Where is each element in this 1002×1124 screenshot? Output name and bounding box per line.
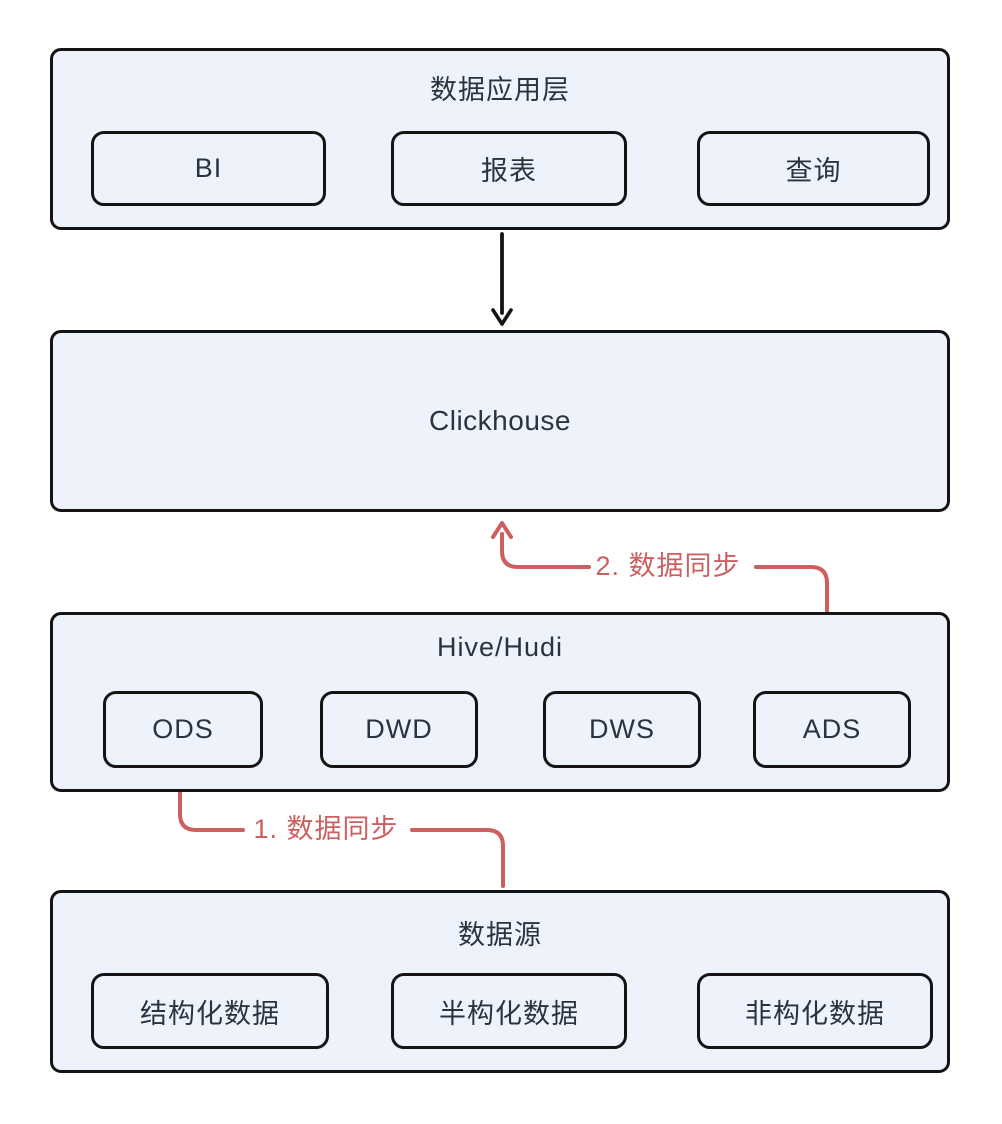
sync1-line-right [410,828,505,888]
layer-data-source: 数据源 结构化数据 半构化数据 非构化数据 [50,890,950,1073]
sync1-label: 1. 数据同步 [253,814,399,844]
layer-hive-hudi: Hive/Hudi ODS DWD DWS ADS [50,612,950,792]
sync2-line-left-arrow [491,521,591,569]
chip-dwd: DWD [320,691,478,768]
chip-unstructured-data: 非构化数据 [697,973,933,1049]
layer-hive-hudi-title: Hive/Hudi [436,632,564,662]
chip-semi-structured-data: 半构化数据 [391,973,627,1049]
layer-data-application-title: 数据应用层 [430,75,570,105]
chip-dws: DWS [543,691,701,768]
chip-report: 报表 [391,131,627,206]
chip-ads: ADS [753,691,911,768]
layer-clickhouse-title: Clickhouse [429,405,571,436]
layer-data-application: 数据应用层 BI 报表 查询 [50,48,950,230]
chip-structured-data: 结构化数据 [91,973,329,1049]
chip-query: 查询 [697,131,930,206]
chip-bi: BI [91,131,326,206]
layer-data-source-title: 数据源 [458,920,542,950]
layer-clickhouse: Clickhouse [50,330,950,512]
chip-ods: ODS [103,691,263,768]
sync2-label: 2. 数据同步 [595,551,741,581]
